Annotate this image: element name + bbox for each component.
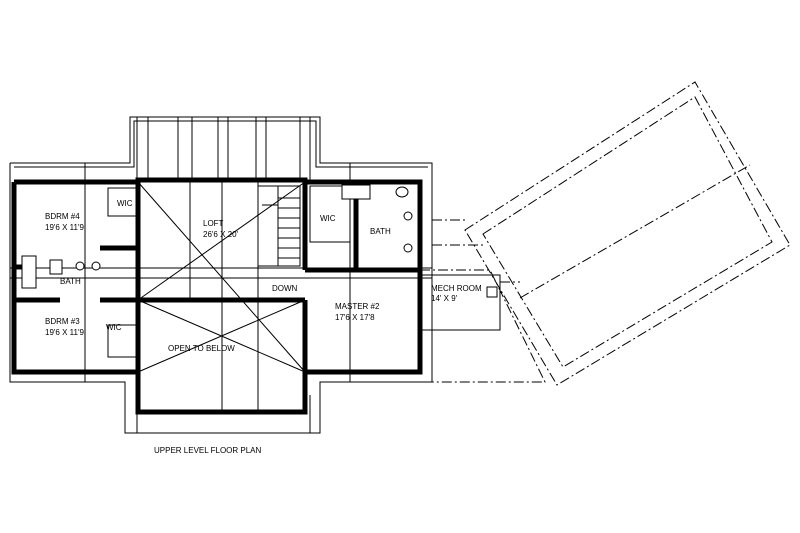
roof-outline (9, 116, 433, 434)
room-labels: BDRM #4 19'6 X 11'9 WIC BATH BDRM #3 19'… (45, 199, 482, 353)
open-to-below-label: OPEN TO BELOW (168, 344, 235, 353)
bath-right-label: BATH (370, 227, 391, 236)
wic-top-left-label: WIC (117, 199, 133, 208)
bdrm4-size: 19'6 X 11'9 (45, 223, 84, 232)
roof-ridges (10, 117, 432, 433)
fixtures (21, 184, 498, 298)
master-size: 17'6 X 17'8 (335, 313, 375, 322)
bath-left-label: BATH (60, 277, 81, 286)
bdrm3-size: 19'6 X 11'9 (45, 328, 84, 337)
mech-room-size: 14' X 9' (431, 294, 458, 303)
mech-room-name: MECH ROOM (431, 284, 482, 293)
loft-size: 26'6 X 20' (203, 230, 239, 239)
wic-bottom-left-label: WIC (106, 323, 122, 332)
master-name: MASTER #2 (335, 302, 380, 311)
staircase (257, 185, 301, 267)
wic-right-label: WIC (320, 214, 336, 223)
down-label: DOWN (272, 284, 298, 293)
angled-roof-outline (420, 81, 791, 386)
partitions (107, 180, 351, 412)
bdrm3-name: BDRM #3 (45, 317, 80, 326)
mech-room-box (419, 274, 501, 331)
plan-caption: UPPER LEVEL FLOOR PLAN (154, 446, 262, 455)
loft-name: LOFT (203, 219, 224, 228)
bdrm4-name: BDRM #4 (45, 212, 80, 221)
